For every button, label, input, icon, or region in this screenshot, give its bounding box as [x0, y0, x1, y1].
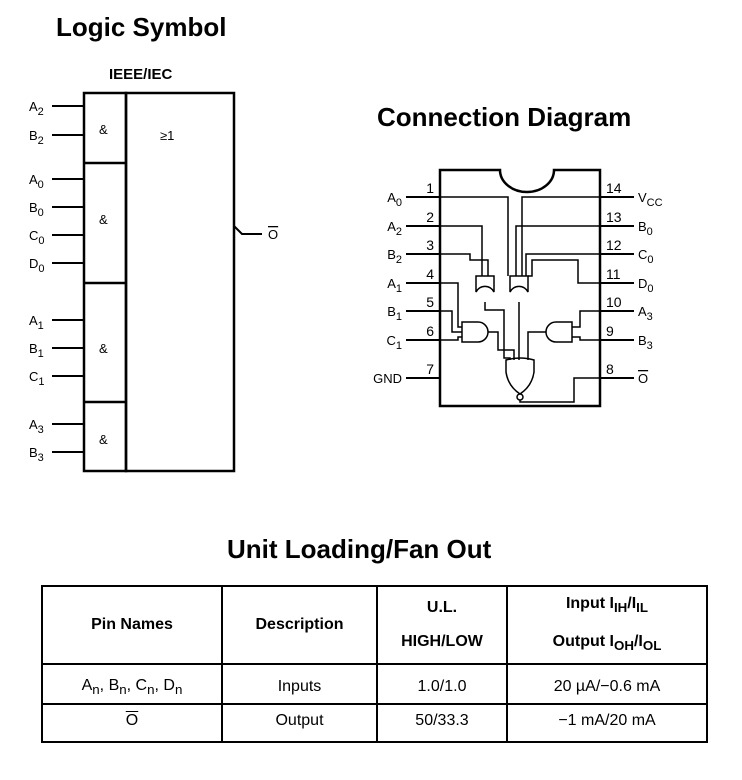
input-label: C1 [29, 369, 45, 388]
output-label: O [268, 227, 278, 242]
pin-label: C1 [386, 333, 402, 352]
pin-label: VCC [638, 190, 663, 209]
internal-wiring [440, 196, 600, 403]
or-symbol: ≥1 [160, 128, 174, 143]
pin-number: 6 [426, 323, 434, 339]
logic-symbol-standard: IEEE/IEC [109, 66, 173, 83]
pin-label: O [638, 371, 648, 386]
or-box [124, 91, 236, 473]
pin-number: 10 [606, 294, 622, 310]
pin-number: 4 [426, 266, 434, 282]
row-current: 20 µA/−0.6 mA [506, 663, 708, 706]
nor-gate [505, 357, 535, 395]
row-description: Inputs [221, 663, 378, 706]
table-row: O Output 50/33.3 −1 mA/20 mA [41, 703, 708, 744]
input-label: D0 [29, 256, 45, 275]
and-symbol: & [99, 122, 108, 137]
row-pin-names: O [41, 703, 223, 744]
pin-number: 12 [606, 237, 622, 253]
header-input-current: Input IIH/IIL [565, 595, 649, 616]
header-ul-top: U.L. [426, 599, 458, 617]
pin-number: 8 [606, 361, 614, 377]
and-gate-a3b3 [545, 321, 573, 343]
pin-number: 3 [426, 237, 434, 253]
output-negation-line [233, 225, 262, 235]
header-output-current: Output IOH/IOL [552, 633, 662, 654]
input-label: A1 [29, 313, 44, 332]
pin-number: 11 [606, 266, 621, 282]
pin-label: GND [373, 371, 402, 386]
pin-label: B0 [638, 219, 653, 238]
row-ul: 50/33.3 [376, 703, 508, 744]
logic-symbol-title: Logic Symbol [56, 12, 227, 42]
input-label: A0 [29, 172, 44, 191]
unit-loading-table: Pin Names Description U.L. HIGH/LOW Inpu… [41, 584, 708, 744]
input-label: A3 [29, 417, 44, 436]
pin-number: 7 [426, 361, 434, 377]
input-label: B1 [29, 341, 44, 360]
pin-name: Bn [108, 677, 127, 698]
header-ul-bottom: HIGH/LOW [401, 633, 483, 651]
header-description: Description [221, 584, 378, 666]
and-gate-a0b0c0d0 [509, 275, 529, 293]
input-label: A2 [29, 99, 44, 118]
pin-label: A0 [387, 190, 402, 209]
pin-label: A1 [387, 276, 402, 295]
row-ul: 1.0/1.0 [376, 663, 508, 706]
input-label: B0 [29, 200, 44, 219]
pin-label: C0 [638, 247, 654, 266]
header-current: Input IIH/IIL Output IOH/IOL [506, 584, 708, 666]
pin-name: Cn [135, 677, 155, 698]
pin-number: 2 [426, 209, 434, 225]
pin-number: 9 [606, 323, 614, 339]
pin-number: 14 [606, 180, 622, 196]
and-symbol: & [99, 341, 108, 356]
pin-label: B2 [387, 247, 402, 266]
row-current: −1 mA/20 mA [506, 703, 708, 744]
header-pin-names: Pin Names [41, 584, 223, 666]
input-label: B3 [29, 445, 44, 464]
pin-label: A2 [387, 219, 402, 238]
pin-number: 1 [426, 180, 434, 196]
pin-name: Dn [163, 677, 183, 698]
pin-number: 13 [606, 209, 622, 225]
ic-package-outline [438, 168, 602, 408]
and-symbol: & [99, 432, 108, 447]
pin-label: A3 [638, 304, 653, 323]
pin-number: 5 [426, 294, 434, 310]
input-label: C0 [29, 228, 45, 247]
input-label: B2 [29, 128, 44, 147]
table-row: An, Bn, Cn, Dn Inputs 1.0/1.0 20 µA/−0.6… [41, 663, 708, 706]
unit-loading-title: Unit Loading/Fan Out [227, 534, 492, 564]
row-pin-names: An, Bn, Cn, Dn [41, 663, 223, 706]
connection-diagram-title: Connection Diagram [377, 102, 632, 132]
pin-label: D0 [638, 276, 654, 295]
pin-label: B1 [387, 304, 402, 323]
row-description: Output [221, 703, 378, 744]
pin-label: B3 [638, 333, 653, 352]
header-ul: U.L. HIGH/LOW [376, 584, 508, 666]
and-gate-a1b1c1 [461, 321, 489, 343]
and-symbol: & [99, 212, 108, 227]
and-gate-a2b2 [475, 275, 495, 293]
pin-name: An [81, 677, 100, 698]
